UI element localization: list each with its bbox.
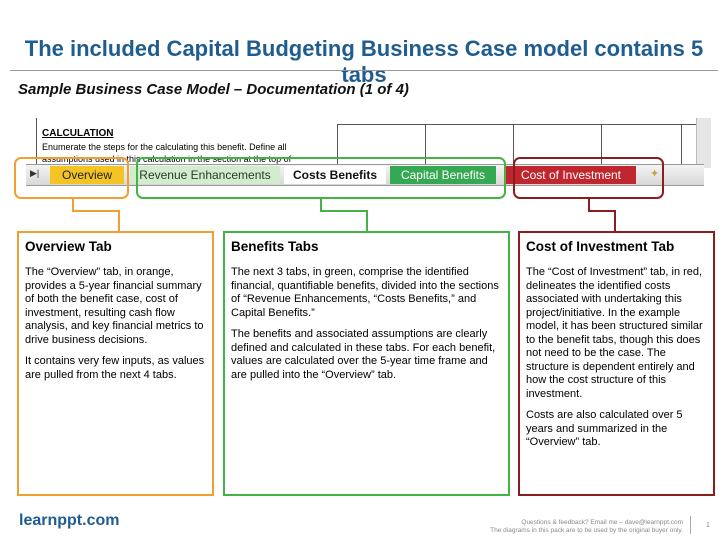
benefits-tabs-box: Benefits Tabs The next 3 tabs, in green,… — [223, 231, 510, 496]
tab-capital-benefits[interactable]: Capital Benefits — [390, 166, 496, 184]
connector — [588, 197, 590, 212]
page-title: The included Capital Budgeting Business … — [24, 36, 704, 87]
benefits-box-title: Benefits Tabs — [231, 239, 319, 254]
learnppt-logo: learnppt.com — [19, 512, 120, 529]
overview-tab-highlight — [14, 157, 129, 199]
connector — [72, 197, 74, 212]
insert-sheet-icon[interactable]: ✦ — [650, 168, 660, 180]
cost-box-paragraph: The “Cost of Investment” tab, in red, de… — [526, 266, 703, 400]
tab-cost-of-investment[interactable]: Cost of Investment — [506, 166, 636, 184]
tab-scroll-icon[interactable]: ▶| — [30, 168, 40, 178]
tab-overview[interactable]: Overview — [50, 166, 124, 184]
connector — [72, 210, 120, 212]
grid-line — [681, 124, 682, 168]
tab-revenue-enhancements[interactable]: Revenue Enhancements — [130, 166, 280, 184]
connector — [320, 210, 368, 212]
grid-line — [601, 124, 602, 168]
benefits-tabs-highlight — [136, 157, 506, 199]
connector — [614, 210, 616, 232]
benefits-box-paragraph: The benefits and associated assumptions … — [231, 328, 496, 381]
grid-line — [337, 124, 711, 125]
footer-divider — [690, 516, 691, 534]
overview-box-paragraph: It contains very few inputs, as values a… — [25, 355, 205, 381]
connector — [320, 197, 322, 212]
overview-box-paragraph: The “Overview” tab, in orange, provides … — [25, 266, 204, 346]
benefits-box-paragraph: The next 3 tabs, in green, comprise the … — [231, 266, 499, 319]
grid-line — [337, 124, 338, 168]
vertical-scrollbar[interactable] — [696, 118, 711, 168]
sheet-tab-bar: Overview Revenue Enhancements Costs Bene… — [26, 164, 704, 186]
title-divider — [10, 70, 718, 71]
connector — [366, 210, 368, 232]
page-number: 1 — [706, 522, 710, 529]
cost-of-investment-box: Cost of Investment Tab The “Cost of Inve… — [518, 231, 715, 496]
cost-tab-highlight — [513, 157, 664, 199]
footer-contact: Questions & feedback? Email me – dave@le… — [521, 519, 683, 526]
connector — [588, 210, 616, 212]
overview-tab-box: Overview Tab The “Overview” tab, in oran… — [17, 231, 214, 496]
overview-box-title: Overview Tab — [25, 239, 112, 254]
cost-box-paragraph: Costs are also calculated over 5 years a… — [526, 409, 683, 448]
page-subtitle: Sample Business Case Model – Documentati… — [18, 81, 409, 98]
cost-box-title: Cost of Investment Tab — [526, 239, 675, 254]
instruction-line-1: Enumerate the steps for the calculating … — [42, 142, 287, 152]
grid-line — [425, 124, 426, 168]
calculation-heading: CALCULATION — [42, 128, 114, 139]
tab-costs-benefits[interactable]: Costs Benefits — [284, 166, 386, 184]
instruction-line-2: assumptions used in this calculation in … — [42, 154, 292, 164]
footer-disclaimer: The diagrams in this pack are to be used… — [490, 527, 683, 534]
grid-line — [513, 124, 514, 168]
connector — [118, 210, 120, 232]
